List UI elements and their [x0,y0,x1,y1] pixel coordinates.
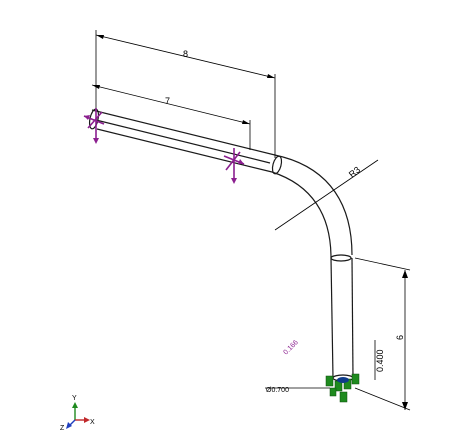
diameter-label: Ø0.700 [266,387,289,394]
dimension-segment: 7 [91,84,251,150]
support-symbol-base [325,373,360,403]
offset-label: 0.400 [375,349,385,372]
vertical-length-label: 6 [395,335,405,340]
pipe-body [88,108,354,382]
dimension-vertical: 6 [354,257,411,411]
coordinate-triad: Y X Z [60,395,95,432]
diameter-callout: Ø0.700 [265,387,330,394]
dimension-bend-radius: R3 [274,159,379,231]
triad-z-label: Z [60,425,65,432]
fixture-symbol-mid [223,148,245,184]
dimension-overall: 8 [95,30,276,158]
flow-note-label: 0.166 [282,339,299,356]
triad-x-label: X [90,419,95,426]
dimension-overall-label: 8 [183,49,188,59]
dimension-offset: 0.400 [374,340,385,380]
fixture-symbol-end [83,108,105,144]
dimension-segment-label: 7 [165,96,170,106]
flow-note: 0.166 [282,339,299,356]
bend-radius-label: R3 [347,164,362,179]
triad-y-label: Y [72,395,77,402]
